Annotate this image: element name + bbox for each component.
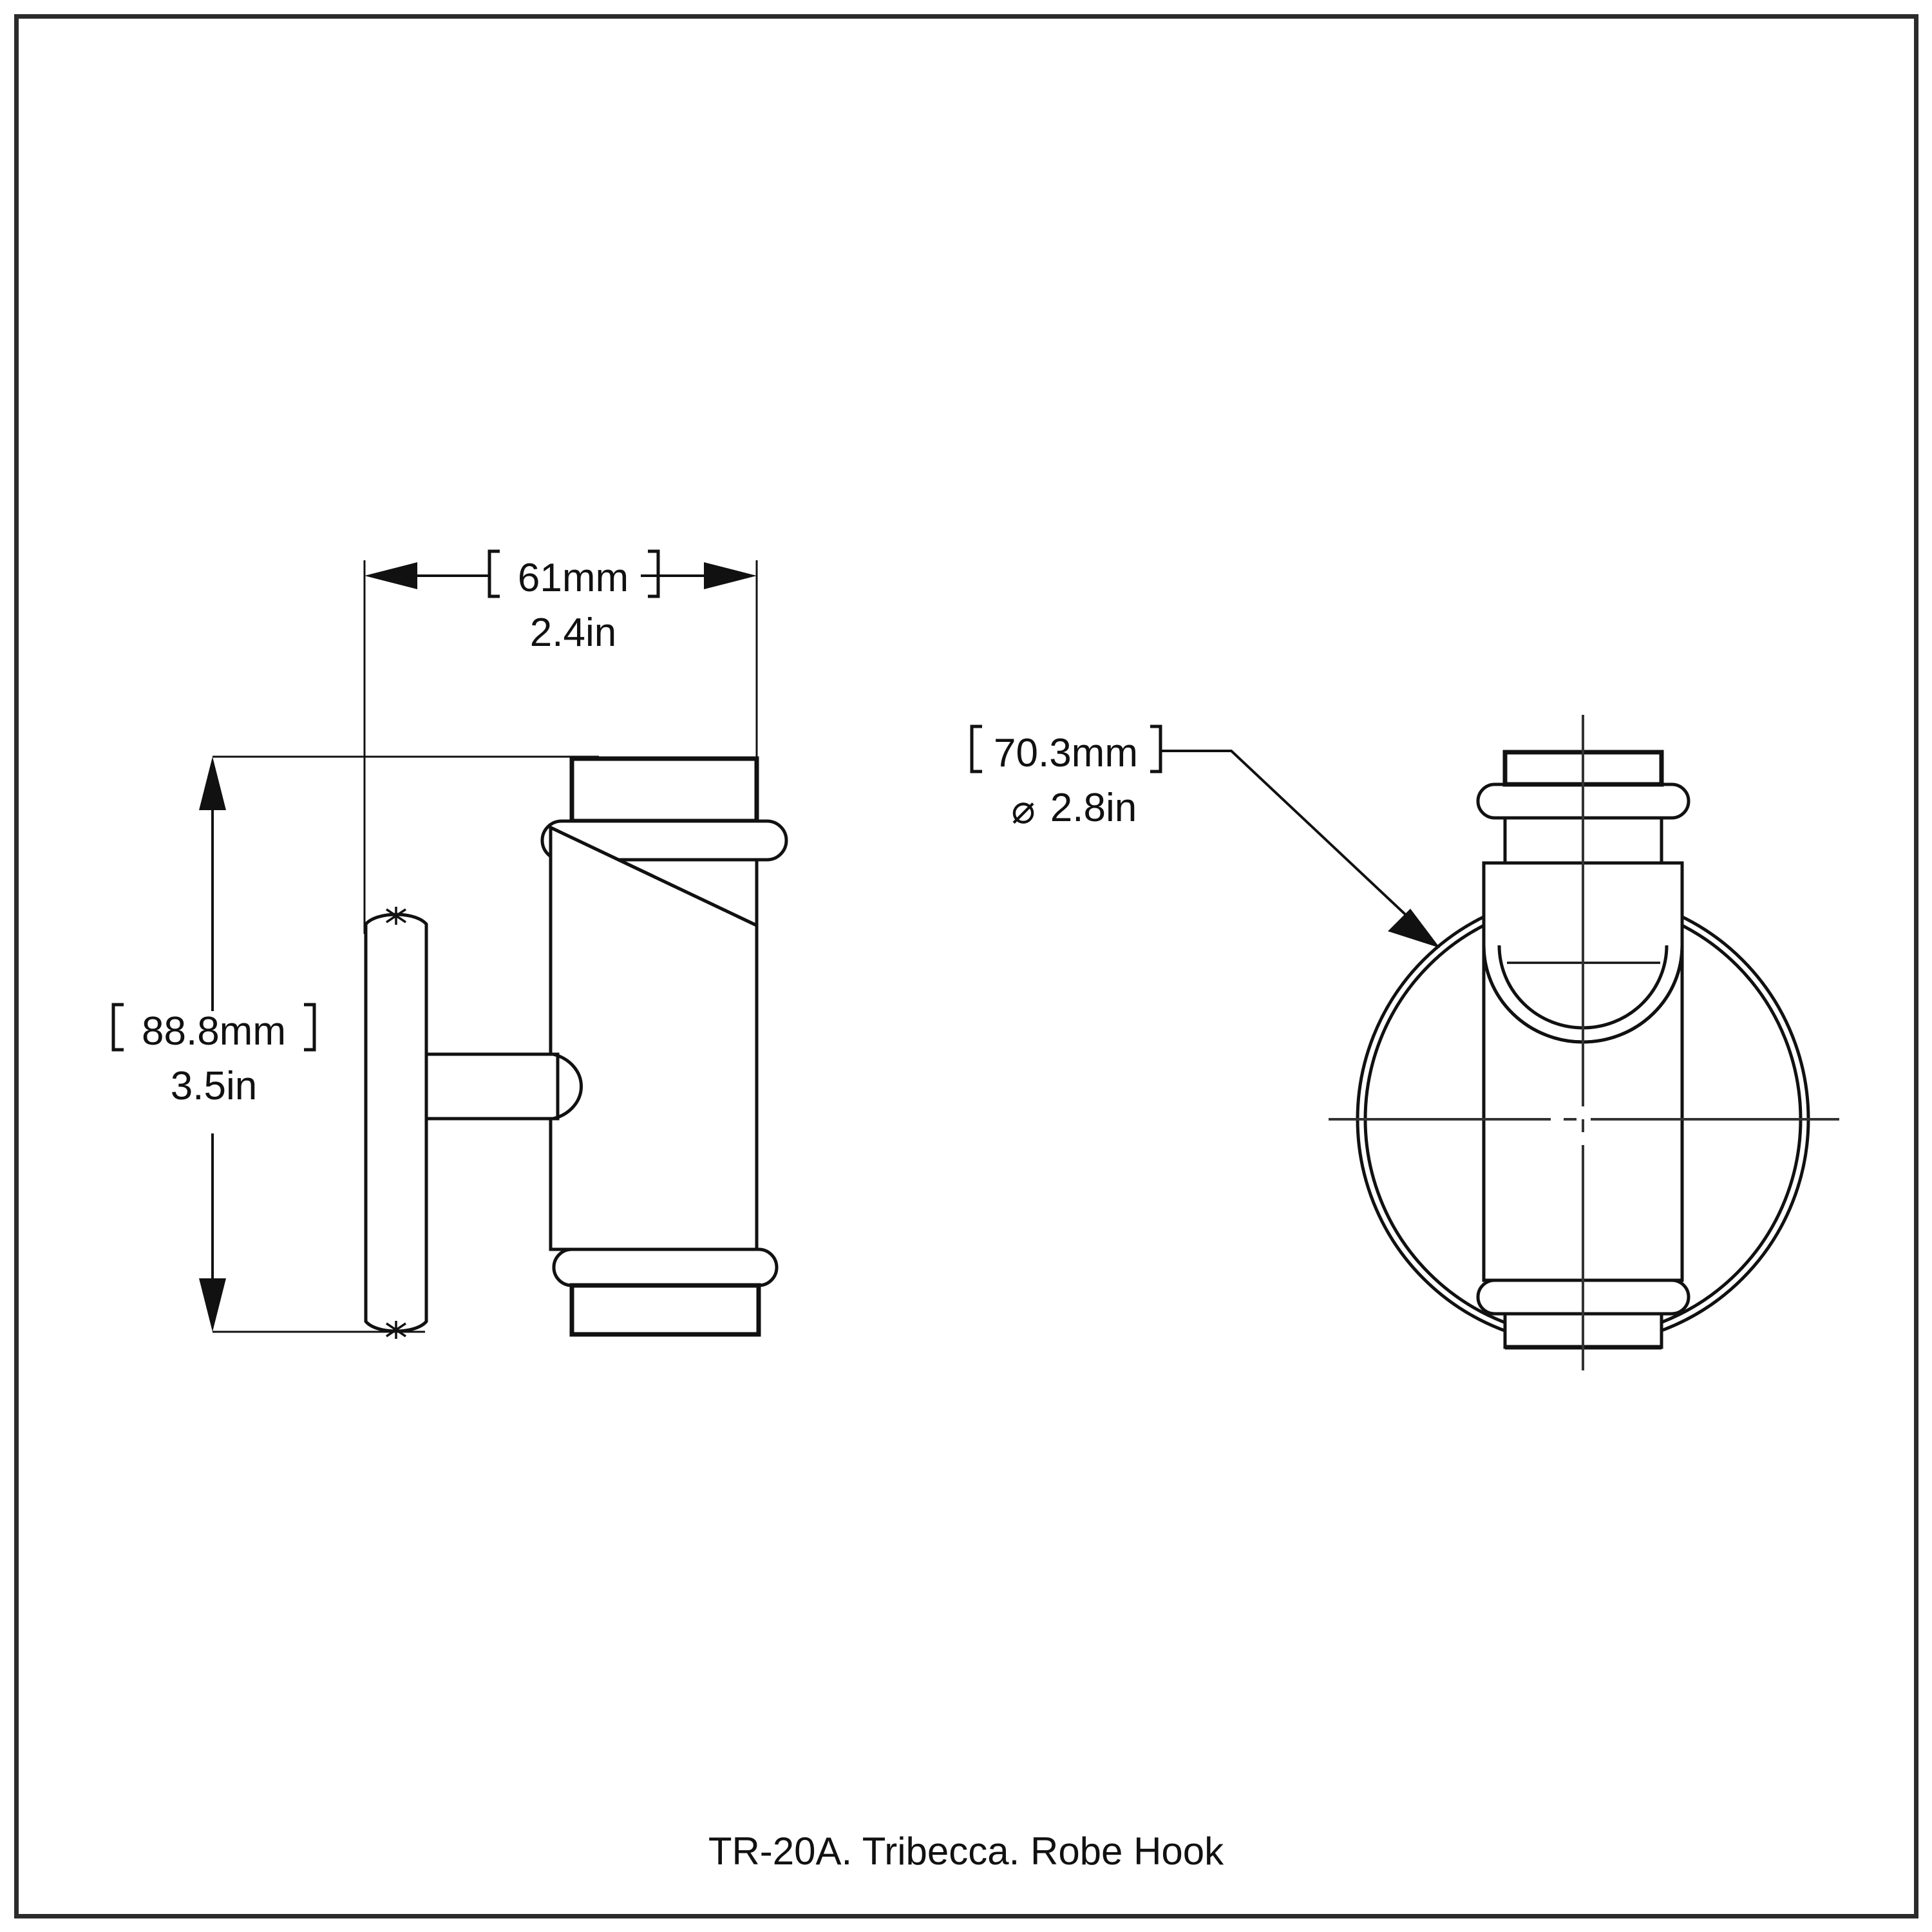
diameter-bracket-left	[970, 724, 982, 773]
dimension-height: 88.8mm 3.5in	[111, 755, 599, 1333]
width-arrow-right	[704, 562, 757, 589]
height-bracket-left	[111, 1003, 124, 1052]
side-mount-bar-tickmarks	[386, 907, 406, 1339]
side-top-cap	[569, 756, 759, 824]
side-peg-endcap	[553, 1052, 583, 1121]
side-hook-peg	[423, 1052, 583, 1121]
dimension-width: 61mm 2.4in	[363, 549, 758, 934]
side-bottom-cap	[569, 1283, 761, 1337]
drawing-caption: TR-20A. Tribecca. Robe Hook	[708, 1830, 1224, 1873]
diameter-bracket-right	[1150, 724, 1162, 773]
width-imperial-label: 2.4in	[530, 611, 616, 655]
height-bracket-right	[304, 1003, 316, 1052]
height-imperial-label: 3.5in	[171, 1064, 257, 1108]
side-top-ring	[540, 819, 788, 862]
height-arrow-top	[199, 757, 226, 810]
height-metric-label: 88.8mm	[142, 1009, 286, 1054]
sheet-border	[14, 14, 1918, 1918]
side-bottom-ring	[552, 1247, 779, 1287]
width-bracket-right	[648, 549, 660, 598]
width-metric-label: 61mm	[518, 556, 629, 600]
diameter-symbol-icon: ⌀	[1011, 788, 1035, 832]
side-elevation-view	[364, 756, 788, 1339]
side-mount-bar	[364, 907, 428, 1339]
front-elevation-view	[1329, 715, 1839, 1370]
side-chamfer-edge	[549, 826, 758, 927]
side-body-barrel	[540, 756, 788, 1337]
diameter-imperial-label: 2.8in	[1050, 786, 1137, 830]
diameter-leader-line	[1160, 750, 1426, 934]
diameter-arrowhead	[1388, 909, 1440, 948]
height-arrow-bottom	[199, 1278, 226, 1332]
side-peg-stem	[423, 1052, 560, 1121]
side-mount-bar-body	[364, 913, 428, 1333]
width-arrow-left	[365, 562, 417, 589]
diameter-metric-label: 70.3mm	[994, 731, 1138, 775]
width-bracket-left	[488, 549, 500, 598]
dimension-diameter: 70.3mm 2.8in ⌀	[970, 724, 1440, 948]
front-centerlines	[1329, 715, 1839, 1370]
